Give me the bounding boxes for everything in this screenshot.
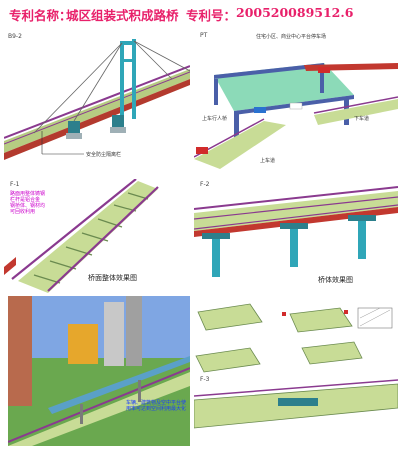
panel-bridge: F-2 桥体效果图: [194, 179, 398, 293]
page-header: 专利名称： 城区组装式积成路桥 专利号： 200520089512.6: [0, 0, 400, 28]
panel-code: PT: [200, 32, 208, 39]
panel-city-scene: 车辆、建筑物及空中平台使用率可达到空间利用最大化: [8, 296, 190, 446]
left-label: 上车行人桥: [202, 116, 228, 122]
deck-note: 路面用整体铸钢 栏杆是铝合金 钢桥体、钢材均 可回收利用: [10, 191, 46, 215]
suspension-bridge-render: [4, 39, 190, 160]
panel-components: F-3: [194, 296, 398, 446]
down-ramp-label: 下车道: [354, 116, 370, 122]
panel-suspension-bridge: B9-2 安全防尘隔离栏: [4, 29, 190, 175]
panel-code: B9-2: [8, 33, 22, 40]
callout-label: 安全防尘隔离栏: [86, 152, 122, 158]
city-note: 车辆、建筑物及空中平台使用率可达到空间利用最大化: [126, 400, 187, 412]
top-caption: 住宅小区、商业中心平台停车场: [256, 34, 327, 40]
city-scene-render: [8, 296, 190, 446]
patent-number: 200520089512.6: [236, 5, 354, 20]
patent-name-label: 专利名称：: [9, 8, 72, 23]
deck-caption: 桥面整体效果图: [88, 274, 137, 282]
bridge-caption: 桥体效果图: [318, 276, 353, 284]
up-ramp-label: 上车道: [260, 158, 276, 164]
panel-code: F-1: [10, 181, 20, 188]
bridge-render: [194, 186, 398, 277]
components-render: [194, 303, 398, 429]
platform-render: [194, 63, 398, 169]
panel-platform: PT 住宅小区、商业中心平台停车场 上车行人桥 下车道 上车道: [194, 29, 398, 175]
patent-title: 城区组装式积成路桥: [66, 8, 179, 23]
panel-code: F-3: [200, 376, 210, 383]
deck-render: [4, 179, 159, 293]
patent-number-label: 专利号：: [186, 8, 237, 23]
panel-code: F-2: [200, 181, 210, 188]
panel-deck: F-1 路面用整体铸钢 栏杆是铝合金 钢桥体、钢材均 可回收利用 桥面整体效果图: [4, 179, 190, 293]
